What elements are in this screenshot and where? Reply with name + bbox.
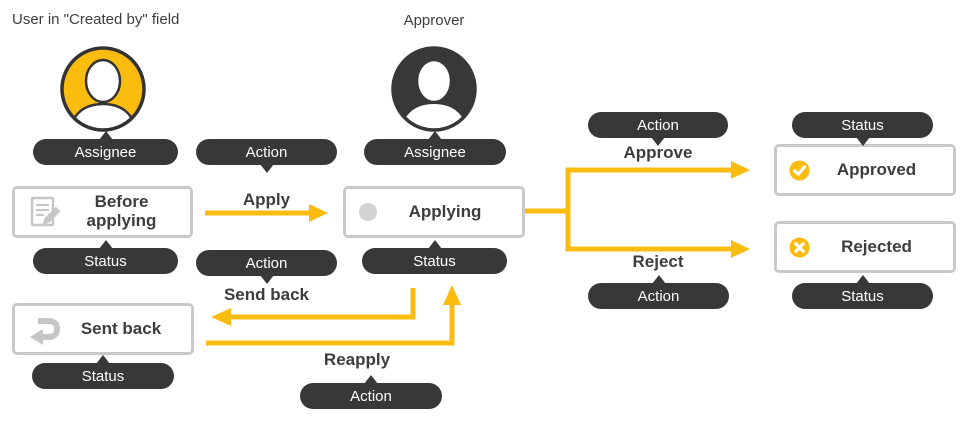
status-pill-rejected: Status xyxy=(792,275,933,309)
status-pill-before-applying: Status xyxy=(33,240,178,274)
approver-avatar xyxy=(389,44,479,134)
person-icon xyxy=(391,46,477,132)
reapply-arrow-line xyxy=(206,304,455,346)
send-back-arrowhead xyxy=(211,308,231,326)
status-box-applying: Applying xyxy=(343,186,525,238)
action-pill-apply: Action xyxy=(196,139,337,173)
reapply-arrowhead xyxy=(443,285,461,305)
status-pill-approved: Status xyxy=(792,112,933,146)
reject-label: Reject xyxy=(632,252,684,271)
cross-icon xyxy=(789,237,810,258)
status-box-label: Before applying xyxy=(86,192,157,230)
status-box-rejected: Rejected xyxy=(774,221,956,273)
approve-arrowhead xyxy=(731,161,750,179)
assignee-pill-creator: Assignee xyxy=(33,131,178,165)
action-pill-send-back: Action xyxy=(196,250,337,284)
action-pill-reject: Action xyxy=(588,275,729,309)
document-edit-icon xyxy=(27,194,63,230)
person-icon xyxy=(60,46,146,132)
status-box-label: Approved xyxy=(836,159,917,179)
reapply-label: Reapply xyxy=(323,350,391,369)
return-arrow-icon xyxy=(27,312,61,346)
assignee-pill-approver: Assignee xyxy=(364,131,506,165)
approver-caption: Approver xyxy=(403,12,465,29)
circle-icon xyxy=(358,202,378,222)
approve-label: Approve xyxy=(623,143,693,162)
action-pill-approve: Action xyxy=(588,112,728,146)
fork-branches-line xyxy=(565,167,732,252)
status-box-sent-back: Sent back xyxy=(12,303,194,355)
creator-avatar xyxy=(58,44,148,134)
reject-arrowhead xyxy=(731,240,750,258)
status-box-label: Applying xyxy=(408,201,482,221)
status-pill-applying: Status xyxy=(362,240,507,274)
status-box-label: Sent back xyxy=(80,318,162,338)
creator-caption: User in "Created by" field xyxy=(12,11,180,28)
status-pill-sent-back: Status xyxy=(32,355,174,389)
apply-label: Apply xyxy=(242,190,291,209)
check-icon xyxy=(789,160,810,181)
status-box-before-applying: Before applying xyxy=(12,186,193,238)
action-pill-reapply: Action xyxy=(300,375,442,409)
send-back-label: Send back xyxy=(223,285,310,304)
status-box-approved: Approved xyxy=(774,144,956,196)
status-box-label: Rejected xyxy=(841,236,912,256)
